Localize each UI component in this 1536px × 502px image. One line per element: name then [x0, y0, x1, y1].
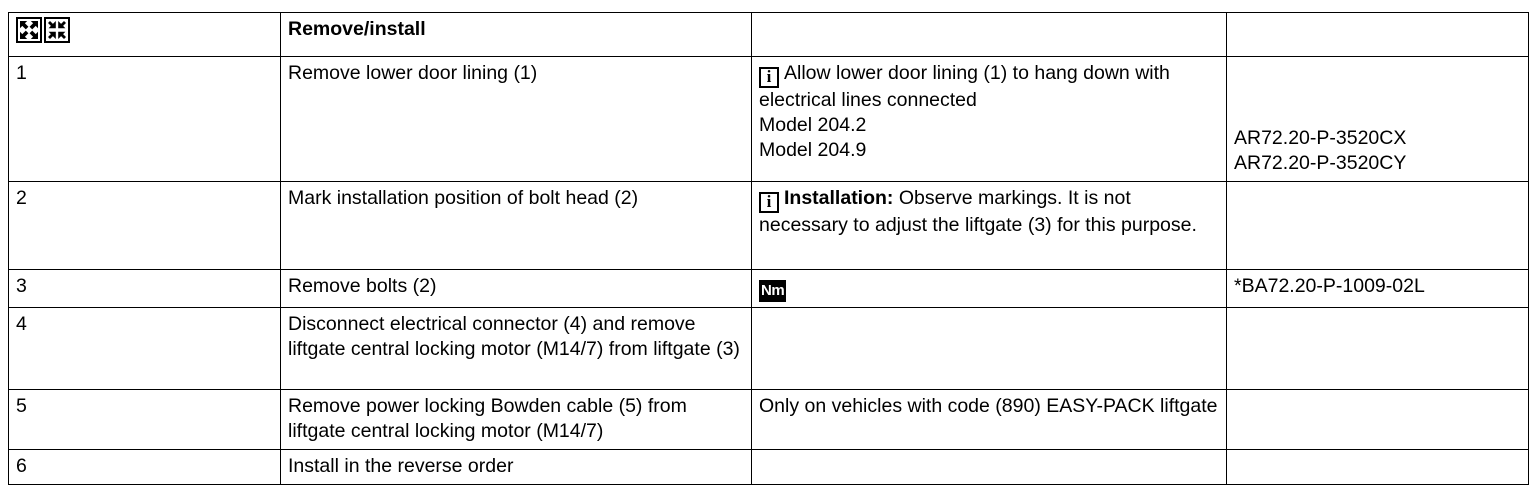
info-icon: i — [759, 192, 779, 213]
cell-operation: Remove power locking Bowden cable (5) fr… — [280, 389, 752, 450]
note-bold-lead: Installation: — [784, 187, 894, 209]
remove-install-icon-pair — [16, 17, 70, 43]
header-cell-reference — [1226, 12, 1529, 57]
operation-text: Remove lower door lining (1) — [288, 62, 538, 84]
cell-step-number: 5 — [8, 389, 281, 450]
install-icon — [44, 17, 70, 43]
note-text: Observe markings. It is not necessary to… — [759, 187, 1197, 236]
cell-reference — [1226, 181, 1529, 270]
cell-operation: Remove lower door lining (1) — [280, 56, 752, 182]
cell-operation: Remove bolts (2) — [280, 269, 752, 308]
operation-text: Disconnect electrical connector (4) and … — [288, 313, 740, 360]
cell-note — [751, 449, 1227, 485]
note-text-line-2: Model 204.2 — [759, 114, 867, 136]
step-number: 3 — [16, 275, 27, 297]
operation-text: Remove bolts (2) — [288, 275, 437, 297]
cell-step-number: 2 — [8, 181, 281, 270]
cell-step-number: 6 — [8, 449, 281, 485]
cell-operation: Disconnect electrical connector (4) and … — [280, 307, 752, 390]
torque-nm-icon: Nm — [759, 280, 787, 302]
reference-code: AR72.20-P-3520CY — [1234, 152, 1407, 174]
cell-reference: AR72.20-P-3520CX AR72.20-P-3520CY — [1226, 56, 1529, 182]
step-number: 2 — [16, 187, 27, 209]
info-icon: i — [759, 67, 779, 88]
cell-reference: *BA72.20-P-1009-02L — [1226, 269, 1529, 308]
cell-reference — [1226, 307, 1529, 390]
header-cell-operation: Remove/install — [280, 12, 752, 57]
step-number: 5 — [16, 395, 27, 417]
reference-code: *BA72.20-P-1009-02L — [1234, 275, 1425, 297]
table-row: 4 Disconnect electrical connector (4) an… — [8, 307, 1529, 390]
note-text-line-3: Model 204.9 — [759, 139, 867, 161]
table-header-row: Remove/install — [8, 12, 1529, 57]
remove-icon — [16, 17, 42, 43]
step-number: 6 — [16, 455, 27, 477]
reference-code: AR72.20-P-3520CX — [1234, 127, 1407, 149]
cell-step-number: 4 — [8, 307, 281, 390]
operation-text: Mark installation position of bolt head … — [288, 187, 639, 209]
cell-reference — [1226, 449, 1529, 485]
cell-note — [751, 307, 1227, 390]
table-row: 2 Mark installation position of bolt hea… — [8, 181, 1529, 270]
table-row: 3 Remove bolts (2) Nm *BA72.20-P-1009-02… — [8, 269, 1529, 308]
cell-step-number: 1 — [8, 56, 281, 182]
note-text-line-1: Allow lower door lining (1) to hang down… — [759, 62, 1170, 111]
cell-reference — [1226, 389, 1529, 450]
operation-text: Remove power locking Bowden cable (5) fr… — [288, 395, 687, 442]
work-steps-table: Remove/install 1 Remove lower door linin… — [8, 12, 1529, 485]
step-number: 1 — [16, 62, 27, 84]
cell-note: Nm — [751, 269, 1227, 308]
header-operation-label: Remove/install — [288, 18, 426, 40]
operation-text: Install in the reverse order — [288, 455, 514, 477]
cell-step-number: 3 — [8, 269, 281, 308]
table-row: 5 Remove power locking Bowden cable (5) … — [8, 389, 1529, 450]
cell-operation: Mark installation position of bolt head … — [280, 181, 752, 270]
header-cell-step-icons — [8, 12, 281, 57]
table-row: 6 Install in the reverse order — [8, 449, 1529, 485]
step-number: 4 — [16, 313, 27, 335]
cell-note: Only on vehicles with code (890) EASY-PA… — [751, 389, 1227, 450]
header-cell-note — [751, 12, 1227, 57]
cell-operation: Install in the reverse order — [280, 449, 752, 485]
note-text: Only on vehicles with code (890) EASY-PA… — [759, 395, 1218, 417]
